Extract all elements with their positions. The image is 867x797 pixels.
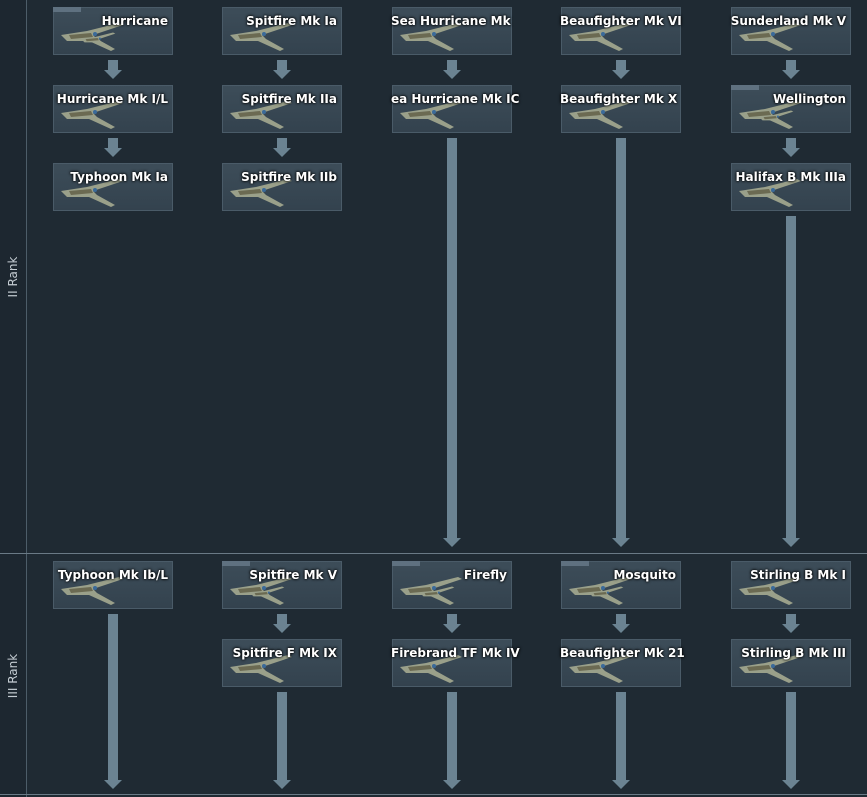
vehicle-card-wellington[interactable]: Wellington xyxy=(731,85,851,133)
vehicle-card-spitfire-f-mk-ix[interactable]: Spitfire F Mk IX xyxy=(222,639,342,687)
vehicle-card-beaufighter-mk-vi[interactable]: Beaufighter Mk VI xyxy=(560,7,682,55)
vehicle-name: Spitfire Mk IIb xyxy=(241,170,337,184)
vehicle-card-beaufighter-mk-x[interactable]: Beaufighter Mk X xyxy=(560,85,681,133)
vehicle-name: Wellington xyxy=(773,92,846,106)
vehicle-name: Stirling B Mk I xyxy=(750,568,846,582)
vehicle-name: Typhoon Mk Ib/L xyxy=(57,568,168,582)
vehicle-name: Spitfire Mk IIa xyxy=(241,92,337,106)
vehicle-card-firefly[interactable]: Firefly xyxy=(392,561,512,609)
vehicle-card-firebrand-tf-mk-iv[interactable]: Firebrand TF Mk IV xyxy=(391,639,520,687)
vehicle-card-spitfire-mk-iib[interactable]: Spitfire Mk IIb xyxy=(222,163,342,211)
vehicle-name: Halifax B Mk IIIa xyxy=(735,170,846,184)
vehicle-name: Spitfire Mk Ia xyxy=(246,14,337,28)
vehicle-name: Spitfire F Mk IX xyxy=(232,646,337,660)
bottom-divider xyxy=(0,794,867,795)
rank-iii-label: III Rank xyxy=(6,653,20,698)
vehicle-name: Firefly xyxy=(463,568,507,582)
vehicle-card-sea-hurricane-mk[interactable]: Sea Hurricane Mk xyxy=(391,7,512,55)
vehicle-name: Beaufighter Mk 21 xyxy=(560,646,685,660)
vehicle-card-mosquito[interactable]: Mosquito xyxy=(561,561,681,609)
vehicle-name: Typhoon Mk Ia xyxy=(70,170,168,184)
vehicle-card-spitfire-mk-ia[interactable]: Spitfire Mk Ia xyxy=(222,7,342,55)
vehicle-name: Beaufighter Mk X xyxy=(560,92,678,106)
vehicle-card-spitfire-mk-v[interactable]: Spitfire Mk V xyxy=(222,561,342,609)
vehicle-card-sunderland-mk-v[interactable]: Sunderland Mk V xyxy=(731,7,851,55)
vehicle-name: Hurricane Mk I/L xyxy=(56,92,168,106)
rank-iii-column: III Rank xyxy=(0,554,27,797)
vehicle-card-sea-hurricane-mk-ic[interactable]: ea Hurricane Mk IC xyxy=(391,85,520,133)
vehicle-name: ea Hurricane Mk IC xyxy=(391,92,520,106)
vehicle-name: Mosquito xyxy=(613,568,676,582)
vehicle-name: Firebrand TF Mk IV xyxy=(391,646,520,660)
vehicle-card-halifax-b-mk-iiia[interactable]: Halifax B Mk IIIa xyxy=(731,163,851,211)
vehicle-card-typhoon-mk-ibl[interactable]: Typhoon Mk Ib/L xyxy=(53,561,173,609)
rank-ii-label: II Rank xyxy=(6,256,20,297)
vehicle-name: Hurricane xyxy=(101,14,168,28)
vehicle-name: Sea Hurricane Mk xyxy=(391,14,511,28)
vehicle-card-beaufighter-mk-21[interactable]: Beaufighter Mk 21 xyxy=(560,639,685,687)
rank-ii-column: II Rank xyxy=(0,0,27,553)
vehicle-name: Spitfire Mk V xyxy=(249,568,337,582)
aircraft-icon xyxy=(400,577,462,605)
vehicle-card-stirling-b-mk-iii[interactable]: Stirling B Mk III xyxy=(731,639,851,687)
rank-divider xyxy=(0,553,867,554)
vehicle-name: Sunderland Mk V xyxy=(730,14,846,28)
vehicle-card-spitfire-mk-iia[interactable]: Spitfire Mk IIa xyxy=(222,85,342,133)
vehicle-card-stirling-b-mk-i[interactable]: Stirling B Mk I xyxy=(731,561,851,609)
vehicle-card-typhoon-mk-ia[interactable]: Typhoon Mk Ia xyxy=(53,163,173,211)
vehicle-name: Beaufighter Mk VI xyxy=(560,14,682,28)
vehicle-card-hurricane[interactable]: Hurricane xyxy=(53,7,173,55)
vehicle-name: Stirling B Mk III xyxy=(741,646,846,660)
vehicle-card-hurricane-mk-il[interactable]: Hurricane Mk I/L xyxy=(53,85,173,133)
